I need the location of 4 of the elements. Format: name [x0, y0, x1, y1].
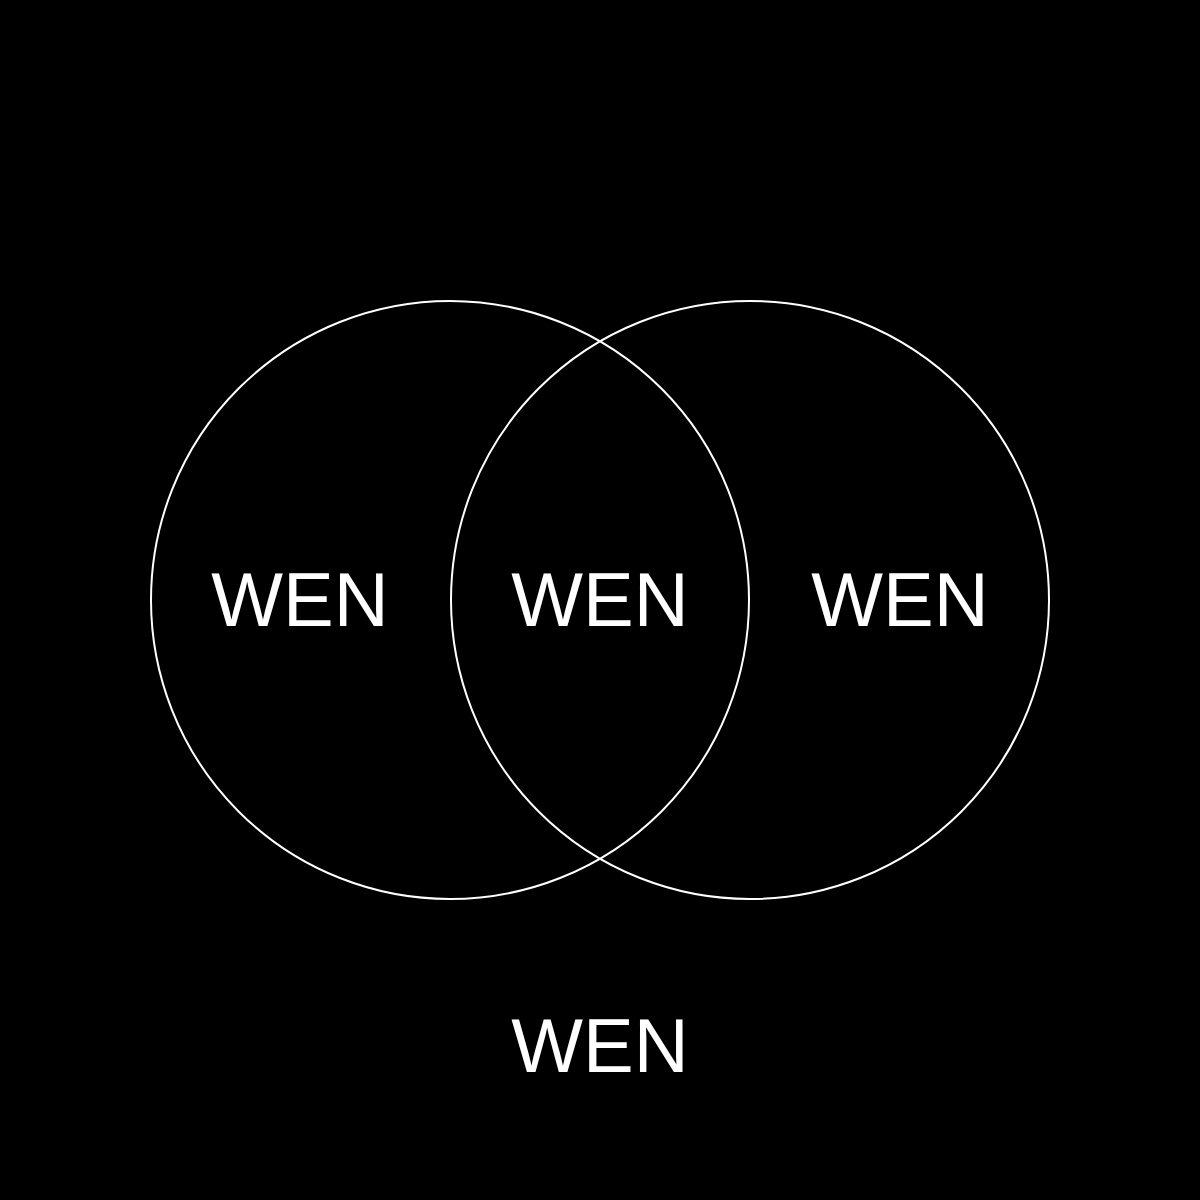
intersection-label: WEN: [511, 562, 689, 638]
set-label: WEN: [211, 562, 389, 638]
caption: WEN: [511, 1008, 689, 1084]
set-label: WEN: [811, 562, 989, 638]
